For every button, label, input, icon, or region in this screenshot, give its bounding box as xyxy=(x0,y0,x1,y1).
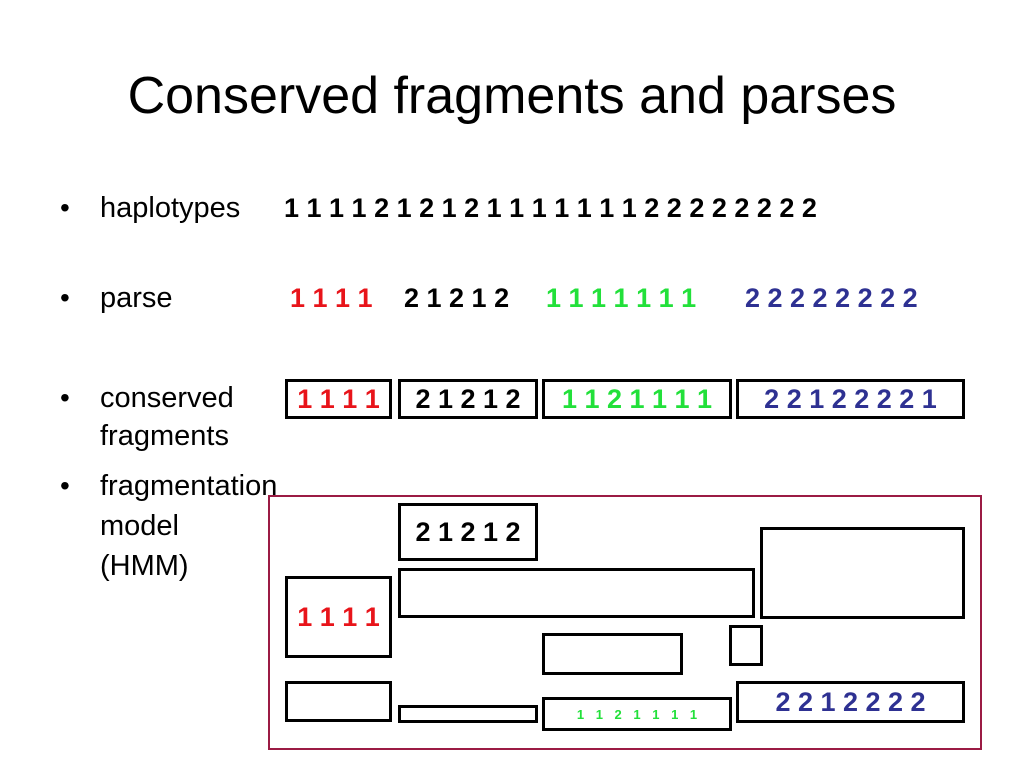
parse-label: parse xyxy=(100,282,173,314)
conserved-fragment-green: 1 1 2 1 1 1 1 xyxy=(542,379,732,419)
bullet-dot: • xyxy=(60,470,70,501)
haplotypes-sequence: 1 1 1 1 2 1 2 1 2 1 1 1 1 1 1 1 2 2 2 2 … xyxy=(284,193,817,223)
hmm-state-blue: 2 2 1 2 2 2 2 xyxy=(736,681,965,723)
parse-segment-green: 1 1 1 1 1 1 1 xyxy=(546,283,697,313)
parse-segment-blue: 2 2 2 2 2 2 2 2 xyxy=(745,283,918,313)
conserved-fragment-black: 2 1 2 1 2 xyxy=(398,379,538,419)
conserved-fragment-red: 1 1 1 1 xyxy=(285,379,392,419)
hmm-state-empty xyxy=(542,633,683,675)
hmm-state-empty xyxy=(398,705,538,723)
hmm-state-green: 1 1 2 1 1 1 1 xyxy=(542,697,732,731)
conserved-label-line1: conserved xyxy=(100,382,234,414)
slide-title: Conserved fragments and parses xyxy=(127,67,897,125)
parse-segment-black: 2 1 2 1 2 xyxy=(404,283,510,313)
hmm-state-red: 1 1 1 1 xyxy=(285,576,392,658)
conserved-label-line2: fragments xyxy=(100,420,229,452)
model-label-line1: fragmentation xyxy=(100,470,278,502)
bullet-dot: • xyxy=(60,192,70,223)
hmm-panel xyxy=(268,495,982,750)
hmm-state-empty xyxy=(729,625,763,666)
bullet-dot: • xyxy=(60,382,70,413)
hmm-state-black: 2 1 2 1 2 xyxy=(398,503,538,561)
model-label-line3: (HMM) xyxy=(100,550,189,582)
parse-segment-red: 1 1 1 1 xyxy=(290,283,373,313)
haplotypes-label: haplotypes xyxy=(100,192,241,224)
conserved-fragment-blue: 2 2 1 2 2 2 2 1 xyxy=(736,379,965,419)
model-label-line2: model xyxy=(100,510,179,542)
hmm-state-empty xyxy=(398,568,755,618)
bullet-dot: • xyxy=(60,282,70,313)
hmm-state-empty xyxy=(285,681,392,722)
hmm-state-empty xyxy=(760,527,965,619)
